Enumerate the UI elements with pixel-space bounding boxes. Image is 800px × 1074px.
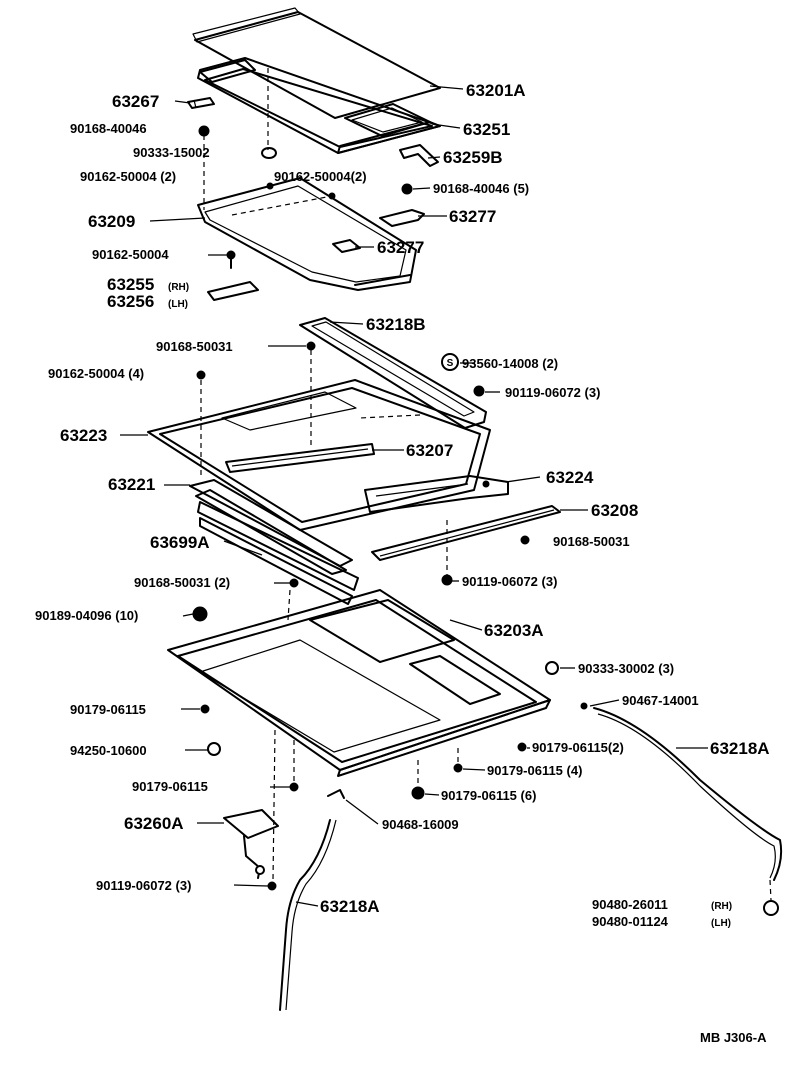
callout-90179-06115-4: 90179-06115 (4) xyxy=(487,763,582,778)
alignment-lines xyxy=(200,68,772,901)
callout-63201a: 63201A xyxy=(466,81,526,100)
callout-63207: 63207 xyxy=(406,441,453,460)
clip-90179-06115-4 xyxy=(453,763,463,773)
drain-hose-left xyxy=(279,819,331,1011)
callout-90179-06115-mid: 90179-06115 xyxy=(132,779,208,794)
screw-90168-50031-2 xyxy=(289,578,299,588)
callout-63267: 63267 xyxy=(112,92,159,111)
frame-63223 xyxy=(147,379,491,531)
callout-90119-06072-top: 90119-06072 (3) xyxy=(505,385,600,400)
bolt-90119-06072-mid xyxy=(441,574,453,586)
clamp-90468-16009 xyxy=(327,789,345,799)
bolt-90119-06072-bottom xyxy=(267,881,277,891)
callout-63209: 63209 xyxy=(88,212,135,231)
housing-63699a xyxy=(197,501,359,605)
callout-90168-40046-top: 90168-40046 xyxy=(70,121,147,136)
screw-90162-50004-4 xyxy=(196,370,206,380)
frame-63221 xyxy=(189,479,353,575)
motor-63260a xyxy=(223,809,279,879)
callout-90119-06072-mid: 90119-06072 (3) xyxy=(462,574,557,589)
sunshade-panel xyxy=(197,177,417,291)
callout-63256: 63256 xyxy=(107,292,154,311)
clamp-90467-14001 xyxy=(580,702,588,710)
cable-63207 xyxy=(225,443,375,473)
clip-90179-06115-6 xyxy=(411,786,425,800)
clip-63277-a xyxy=(379,209,425,227)
bolt-90119-06072-top xyxy=(473,385,485,397)
callout-90179-06115-2: 90179-06115(2) xyxy=(532,740,624,755)
callout-90333-15002: 90333-15002 xyxy=(133,145,210,160)
screw-90168-50031-right xyxy=(520,535,530,545)
standard-part-marker-label: S xyxy=(447,358,454,369)
callout-63203a: 63203A xyxy=(484,621,544,640)
clip-63277-b xyxy=(332,239,361,253)
sunroof-glass-panel xyxy=(192,7,441,119)
callout-90480-26011-suffix: (RH) xyxy=(711,901,732,912)
plug-90333-15002 xyxy=(261,147,277,159)
callout-63218b: 63218B xyxy=(366,315,426,334)
grommet-94250-10600 xyxy=(207,742,221,756)
leader-lines xyxy=(120,85,708,907)
clip-90179-06115-mid xyxy=(289,782,299,792)
callout-63277-a: 63277 xyxy=(449,207,496,226)
screw-90162-50004 xyxy=(226,250,236,260)
callout-90162-50004-2b: 90162-50004(2) xyxy=(274,169,367,184)
callout-63218a-right: 63218A xyxy=(710,739,770,758)
callout-90179-06115-left: 90179-06115 xyxy=(70,702,146,717)
callout-63224: 63224 xyxy=(546,468,594,487)
callout-90480-01124: 90480-01124 xyxy=(592,914,669,929)
callout-63260a: 63260A xyxy=(124,814,184,833)
callout-63699a: 63699A xyxy=(150,533,210,552)
cable-63208 xyxy=(371,505,561,561)
callout-90119-06072-bottom: 90119-06072 (3) xyxy=(96,878,191,893)
callout-90468-16009: 90468-16009 xyxy=(382,817,459,832)
callout-90168-40046-5: 90168-40046 (5) xyxy=(433,181,529,196)
callout-90480-01124-suffix: (LH) xyxy=(711,918,731,929)
callout-90168-50031-right: 90168-50031 xyxy=(553,534,630,549)
callout-labels: 63201A 63251 63267 90168-40046 90333-150… xyxy=(35,81,770,929)
screw-90168-40046-top xyxy=(198,125,210,137)
callout-63255-suffix: (RH) xyxy=(168,282,189,293)
callout-93560-14008: 93560-14008 (2) xyxy=(462,356,558,371)
callout-63256-suffix: (LH) xyxy=(168,299,188,310)
standard-part-marker xyxy=(441,353,459,371)
rail-63218b xyxy=(299,317,487,429)
callout-90168-50031-2: 90168-50031 (2) xyxy=(134,575,230,590)
figure-code: MB J306-A xyxy=(700,1030,767,1045)
callout-90480-26011: 90480-26011 xyxy=(592,897,668,912)
callout-63255: 63255 xyxy=(107,275,154,294)
callout-90333-30002: 90333-30002 (3) xyxy=(578,661,674,676)
guide-63259b xyxy=(399,144,439,167)
clip-90179-06115-left xyxy=(200,704,210,714)
screw-90162-50004-2a xyxy=(266,182,274,190)
callout-63208: 63208 xyxy=(591,501,638,520)
grommet-90480 xyxy=(763,900,779,916)
callout-63277-b: 63277 xyxy=(377,238,424,257)
callout-63221: 63221 xyxy=(108,475,155,494)
callout-90168-50031-top: 90168-50031 xyxy=(156,339,233,354)
callout-63259b: 63259B xyxy=(443,148,503,167)
callout-63223: 63223 xyxy=(60,426,107,445)
callout-90162-50004-4: 90162-50004 (4) xyxy=(48,366,144,381)
holder-63255-63256 xyxy=(207,281,259,301)
weatherstrip-seal xyxy=(197,57,441,154)
drive-assembly-63224 xyxy=(364,475,509,513)
callout-94250-10600: 94250-10600 xyxy=(70,743,147,758)
callout-63218a-left: 63218A xyxy=(320,897,380,916)
callout-90162-50004: 90162-50004 xyxy=(92,247,169,262)
bracket-63267 xyxy=(187,97,215,109)
callout-90179-06115-6: 90179-06115 (6) xyxy=(441,788,536,803)
callout-90467-14001: 90467-14001 xyxy=(622,693,699,708)
clip-90179-06115-2 xyxy=(517,742,527,752)
plug-90333-30002 xyxy=(545,661,559,675)
drain-hose-right xyxy=(593,707,783,881)
callout-90189-04096: 90189-04096 (10) xyxy=(35,608,138,623)
housing-63203a xyxy=(167,589,551,777)
callout-63251: 63251 xyxy=(463,120,510,139)
callout-90162-50004-2a: 90162-50004 (2) xyxy=(80,169,176,184)
screw-90168-50031-top xyxy=(306,341,316,351)
screw-90168-40046-5 xyxy=(401,183,413,195)
nut-90189-04096 xyxy=(192,606,208,622)
